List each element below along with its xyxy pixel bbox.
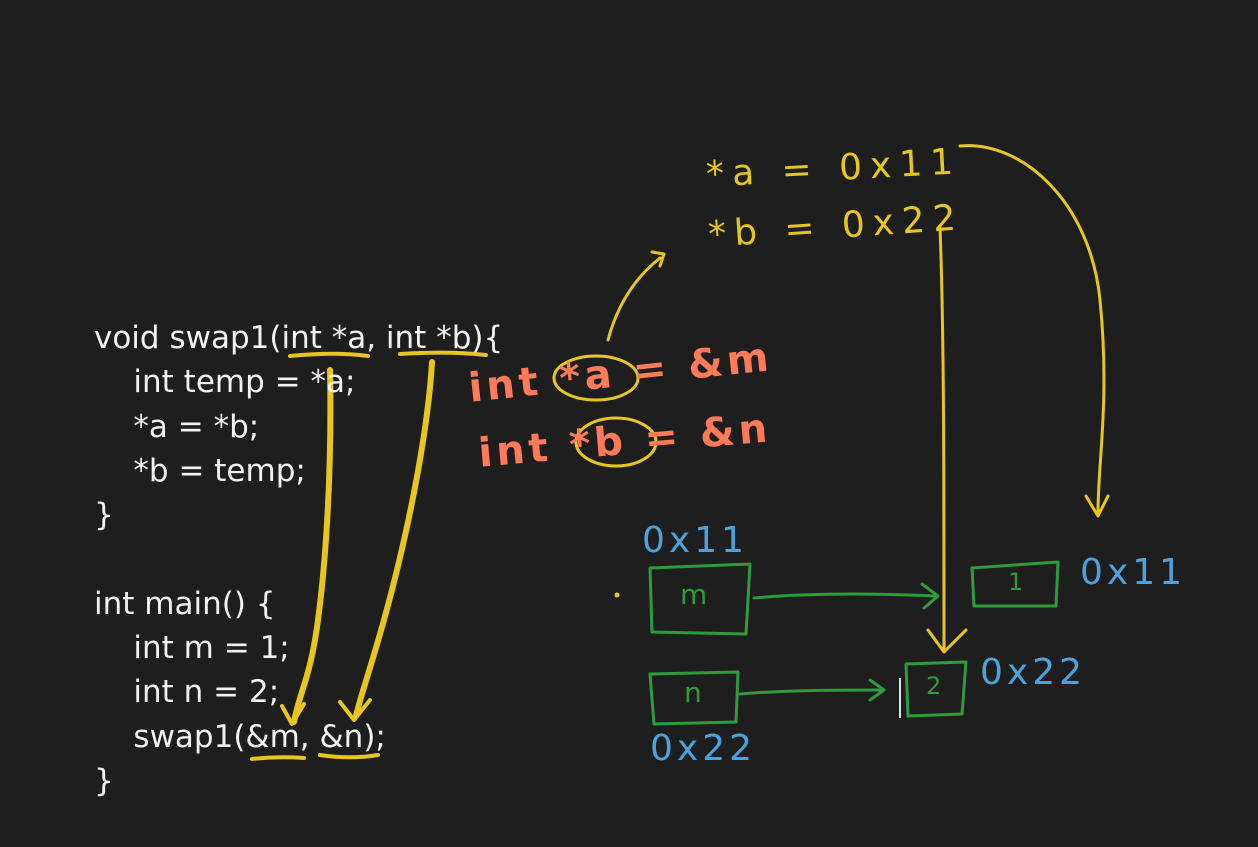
circle-star-a <box>552 354 640 402</box>
circle-star-b <box>574 416 658 468</box>
arrowhead-a-up <box>650 250 666 268</box>
code-line: *b = temp; <box>94 452 306 489</box>
box-1-outline <box>970 560 1060 608</box>
annotation-addr-1: 0x11 <box>1080 552 1187 593</box>
box-n-label: n <box>684 676 702 709</box>
code-line: } <box>94 497 114 534</box>
code-block: void swap1(int *a, int *b){ int temp = *… <box>94 316 503 803</box>
code-line: void swap1(int *a, int *b){ <box>94 320 504 356</box>
arrow-0x22-to-2 <box>938 226 946 650</box>
arrow-n-to-2 <box>738 688 884 696</box>
underline-amp-m <box>250 755 306 761</box>
code-line <box>94 537 503 581</box>
code-line: int main() { <box>94 585 276 622</box>
underline-amp-n <box>318 753 380 760</box>
arrowhead-m-to-1 <box>920 582 940 610</box>
arrowhead-0x11-to-1 <box>1084 494 1110 518</box>
arrow-a-up <box>606 256 662 342</box>
box-2-label: 2 <box>926 672 942 700</box>
code-line: int temp = *a; <box>94 364 356 401</box>
arrow-a-to-m <box>291 367 334 725</box>
box-1-label: 1 <box>1008 568 1024 596</box>
code-line: swap1(&m, &n); <box>94 718 386 755</box>
box-m-label: m <box>680 578 708 611</box>
code-line: int n = 2; <box>94 674 280 711</box>
arrowhead-0x22-to-2 <box>926 628 968 654</box>
arrowhead-n-to-2 <box>868 678 886 702</box>
annotation-addr-n: 0x22 <box>650 728 757 769</box>
annotation-addr-m: 0x11 <box>642 520 749 561</box>
box-2-outline <box>904 660 968 718</box>
code-line: int m = 1; <box>94 630 290 667</box>
arrow-0x11-to-1 <box>958 144 1106 514</box>
arrowhead-b-to-n <box>338 698 372 722</box>
box-m-outline <box>648 562 752 636</box>
text-cursor <box>899 678 901 718</box>
underline-int-b <box>398 350 488 357</box>
annotation-addr-2: 0x22 <box>980 652 1087 693</box>
arrowhead-a-to-m <box>280 702 306 726</box>
arrow-b-to-n <box>353 359 435 719</box>
stray-dot <box>614 592 620 598</box>
box-n-outline <box>648 670 740 726</box>
arrow-m-to-1 <box>752 592 938 600</box>
underline-int-a <box>288 351 370 358</box>
code-line: *a = *b; <box>94 408 260 445</box>
code-line: } <box>94 762 114 799</box>
